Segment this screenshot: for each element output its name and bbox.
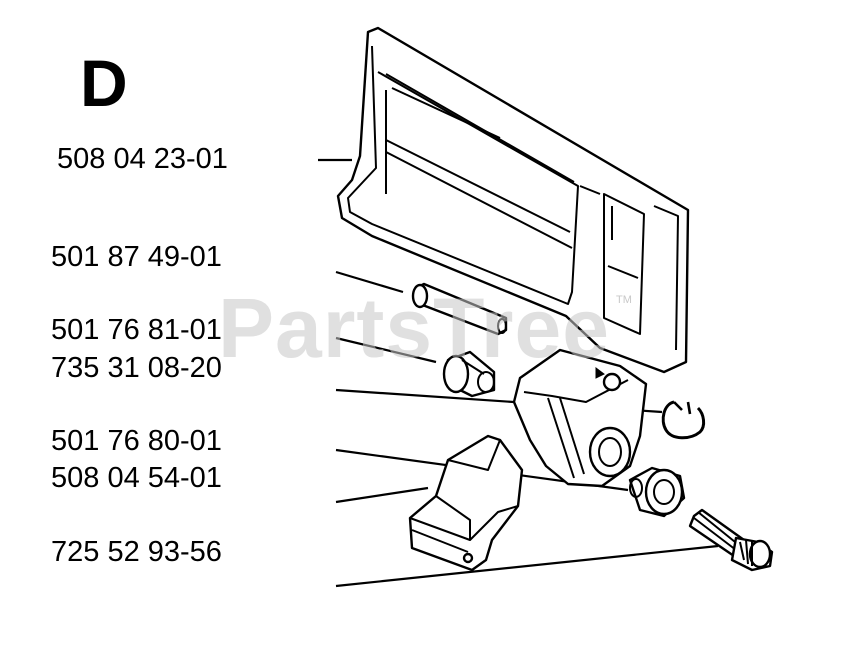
hand-guard-part — [336, 26, 690, 374]
part-number-label[interactable]: 508 04 54-01 — [51, 462, 222, 494]
leader-line-501-76-81-01 — [335, 336, 437, 364]
watermark-trademark: TM — [616, 294, 632, 306]
part-number-label[interactable]: 501 87 49-01 — [51, 241, 222, 273]
section-letter: D — [80, 46, 128, 120]
leader-line-508-04-54-01 — [335, 486, 429, 504]
e-clip-part — [661, 400, 706, 440]
leader-line-501-87-49-01 — [335, 270, 404, 294]
part-number-label[interactable]: 501 76 80-01 — [51, 425, 222, 457]
part-number-label[interactable]: 501 76 81-01 — [51, 314, 222, 346]
part-number-label[interactable]: 725 52 93-56 — [51, 536, 222, 568]
spacer-part — [628, 466, 686, 518]
brake-lever-part — [512, 348, 648, 488]
lever-housing-part — [408, 434, 524, 572]
screw-part — [688, 508, 774, 572]
part-number-label[interactable]: 508 04 23-01 — [57, 143, 228, 175]
pin-part — [411, 282, 508, 336]
bushing-part — [442, 350, 496, 398]
part-number-label[interactable]: 735 31 08-20 — [51, 352, 222, 384]
leader-line-725-52-93-56 — [335, 544, 719, 588]
watermark-text: PartsTree — [218, 281, 610, 375]
